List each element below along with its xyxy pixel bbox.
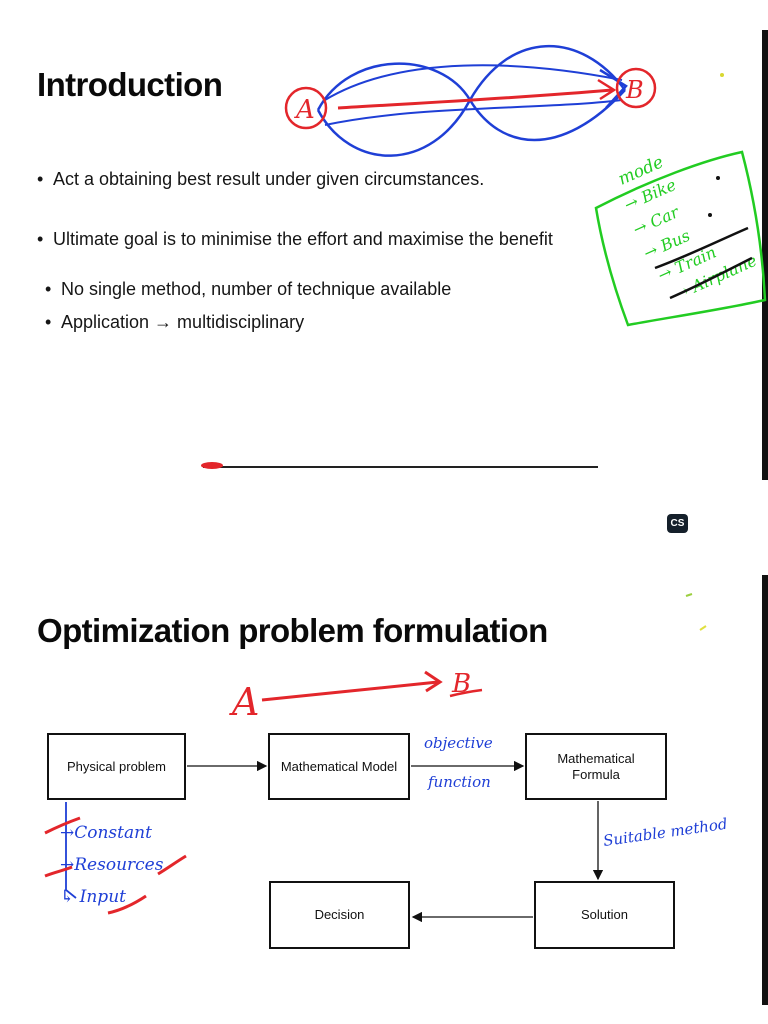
function-note: function: [427, 773, 491, 791]
input-item: →Constant: [60, 823, 152, 843]
mathematical-formula-box: Mathematical Formula: [525, 733, 667, 800]
page-edge-strip: [762, 575, 768, 1005]
mark-dot: [708, 213, 712, 217]
solution-box: Solution: [534, 881, 675, 949]
start-a-label: A: [229, 680, 259, 724]
bullet-text: Application → multidisciplinary: [61, 312, 305, 332]
camscanner-badge: CS: [667, 514, 688, 533]
bullet-dot: •: [37, 169, 44, 189]
route-sketch: A B mode → Bike → Car → Bus → Train → Ai…: [284, 45, 767, 327]
red-tick: [44, 816, 81, 835]
bullet-text: Ultimate goal is to minimise the effort …: [53, 229, 553, 249]
direct-route: [337, 88, 613, 110]
slide1-divider: [203, 466, 598, 468]
suitable-method-note: Suitable method: [602, 815, 728, 850]
strike-line: [654, 226, 749, 270]
red-marker-dot: [201, 462, 223, 469]
scan-mark: [685, 593, 693, 597]
flowchart-connectors: A B objective function Suitable method →…: [44, 593, 729, 923]
route-path-arc: [324, 64, 623, 101]
red-tick: [157, 854, 187, 876]
route-path-arc: [324, 99, 623, 126]
scan-mark: [699, 625, 707, 631]
slide1-bullet-1: • Act a obtaining best result under given…: [37, 169, 484, 190]
arrowhead: [424, 670, 443, 693]
red-arrow-line: [261, 680, 439, 702]
objective-note: objective: [424, 734, 493, 752]
input-item: ↳ Input: [60, 887, 126, 907]
mathematical-model-box: Mathematical Model: [268, 733, 410, 800]
slide1-title: Introduction: [37, 66, 223, 103]
mark-dot: [720, 73, 724, 77]
slide1-sub-bullet-1: • No single method, number of technique a…: [45, 279, 451, 300]
bullet-dot: •: [37, 229, 44, 249]
slide1-sub-bullet-2: • Application → multidisciplinary: [45, 312, 304, 333]
point-b-circle: [615, 67, 657, 109]
bullet-text: Act a obtaining best result under given …: [53, 169, 485, 189]
branch-line: [65, 802, 77, 899]
bullet-dot: •: [45, 279, 52, 299]
bullet-text: No single method, number of technique av…: [61, 279, 452, 299]
page-edge-strip: [762, 30, 768, 480]
input-item: →Resources: [60, 855, 164, 875]
underline: [449, 688, 483, 698]
slide1-bullet-2: • Ultimate goal is to minimise the effort…: [37, 229, 553, 250]
route-path-upper: [316, 62, 626, 142]
physical-problem-box: Physical problem: [47, 733, 186, 800]
red-tick: [107, 894, 147, 915]
arrowhead: [597, 78, 617, 101]
point-a-label: A: [294, 95, 315, 125]
decision-box: Decision: [269, 881, 410, 949]
bullet-dot: •: [45, 312, 52, 332]
point-a-circle: [284, 86, 328, 130]
mark-dot: [716, 176, 720, 180]
strike-line: [669, 256, 753, 300]
slide2-title: Optimization problem formulation: [37, 612, 548, 649]
red-tick: [44, 865, 73, 878]
arrowhead: [599, 68, 628, 109]
point-b-label: B: [625, 76, 644, 104]
mode-list-box: [594, 150, 767, 327]
